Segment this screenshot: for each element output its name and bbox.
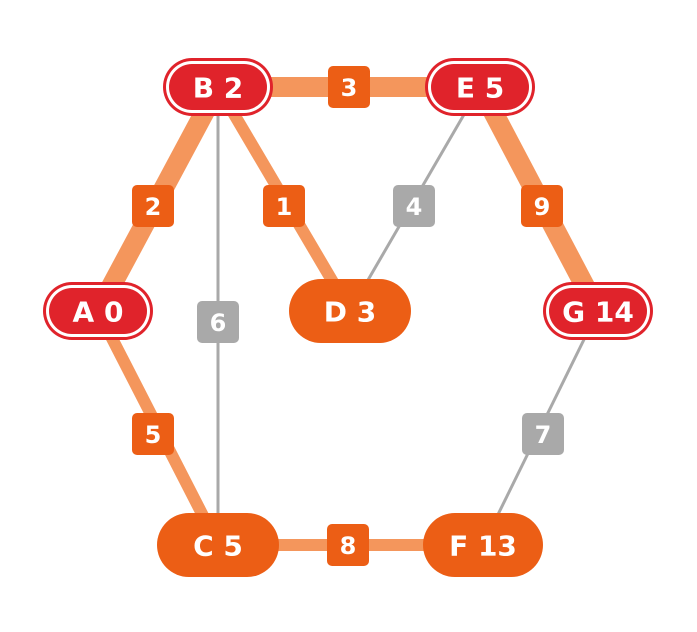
weight-label: 4	[406, 193, 423, 221]
weight-label: 3	[341, 74, 358, 102]
weight-box	[522, 413, 564, 455]
nodes-layer: A 0 B 2 C 5 D 3 E 5 F 13 G 14	[43, 58, 653, 577]
weight-box	[521, 185, 563, 227]
weight-label: 7	[535, 421, 552, 449]
node-b: B 2	[163, 58, 273, 116]
node-label: G 14	[562, 296, 634, 329]
edge-weight-b-c: 6	[197, 301, 239, 343]
weight-label: 5	[145, 421, 162, 449]
node-f: F 13	[423, 513, 543, 577]
node-a: A 0	[43, 282, 153, 340]
node-label: D 3	[324, 296, 376, 329]
edge-weight-c-f: 8	[327, 524, 369, 566]
edge-weight-b-e: 3	[328, 66, 370, 108]
weight-box	[197, 301, 239, 343]
edge-weight-a-b: 2	[132, 185, 174, 227]
node-fill	[423, 513, 543, 577]
node-fill	[157, 513, 279, 577]
edge-weight-g-f: 7	[522, 413, 564, 455]
weight-label: 2	[145, 193, 162, 221]
weight-box	[132, 413, 174, 455]
node-e: E 5	[425, 58, 535, 116]
node-d: D 3	[289, 279, 411, 343]
node-fill	[169, 64, 267, 110]
edge-weight-e-d: 4	[393, 185, 435, 227]
weight-label: 6	[210, 309, 227, 337]
weight-box	[132, 185, 174, 227]
weight-label: 1	[276, 193, 293, 221]
weight-box	[328, 66, 370, 108]
node-label: B 2	[193, 72, 244, 105]
edge-weight-a-c: 5	[132, 413, 174, 455]
weight-box	[263, 185, 305, 227]
node-label: C 5	[193, 530, 243, 563]
weight-label: 8	[340, 532, 357, 560]
node-fill	[49, 288, 147, 334]
weight-label: 9	[534, 193, 551, 221]
node-fill	[431, 64, 529, 110]
node-g: G 14	[543, 282, 653, 340]
weight-box	[327, 524, 369, 566]
node-fill	[289, 279, 411, 343]
edge-weight-e-g: 9	[521, 185, 563, 227]
weight-box	[393, 185, 435, 227]
node-fill	[549, 288, 647, 334]
node-label: F 13	[449, 530, 517, 563]
node-label: E 5	[456, 72, 504, 105]
edge-weight-b-d: 1	[263, 185, 305, 227]
node-c: C 5	[157, 513, 279, 577]
node-label: A 0	[73, 296, 124, 329]
